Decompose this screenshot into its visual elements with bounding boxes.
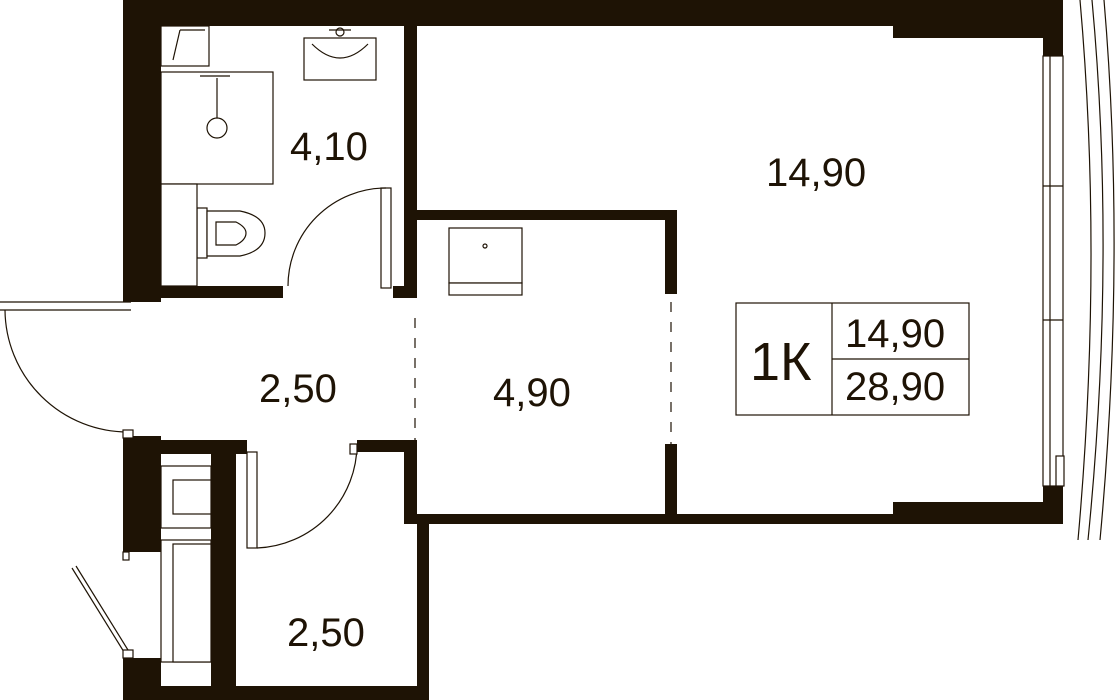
kitchen-appliance [448,227,523,296]
kitchen-area-label: 4,90 [493,371,571,415]
closet-fixtures [122,465,212,663]
apartment-type: 1К [750,332,812,392]
hall-area-label: 2,50 [259,367,337,411]
living-area-label: 14,90 [766,151,866,195]
storage-door [246,443,358,549]
living-area-value: 14,90 [845,312,945,356]
apartment-legend: 1К 14,90 28,90 [735,302,970,416]
walls [123,0,1063,700]
balcony-door [71,565,134,659]
bathroom-area-label: 4,10 [290,125,368,169]
bathroom-door [287,187,392,289]
total-area-value: 28,90 [845,365,945,409]
window [1042,55,1065,487]
facade-curve [1077,0,1115,541]
entrance-door [0,301,134,439]
storage-area-label: 2,50 [287,611,365,655]
bathroom-fixtures [160,25,377,287]
